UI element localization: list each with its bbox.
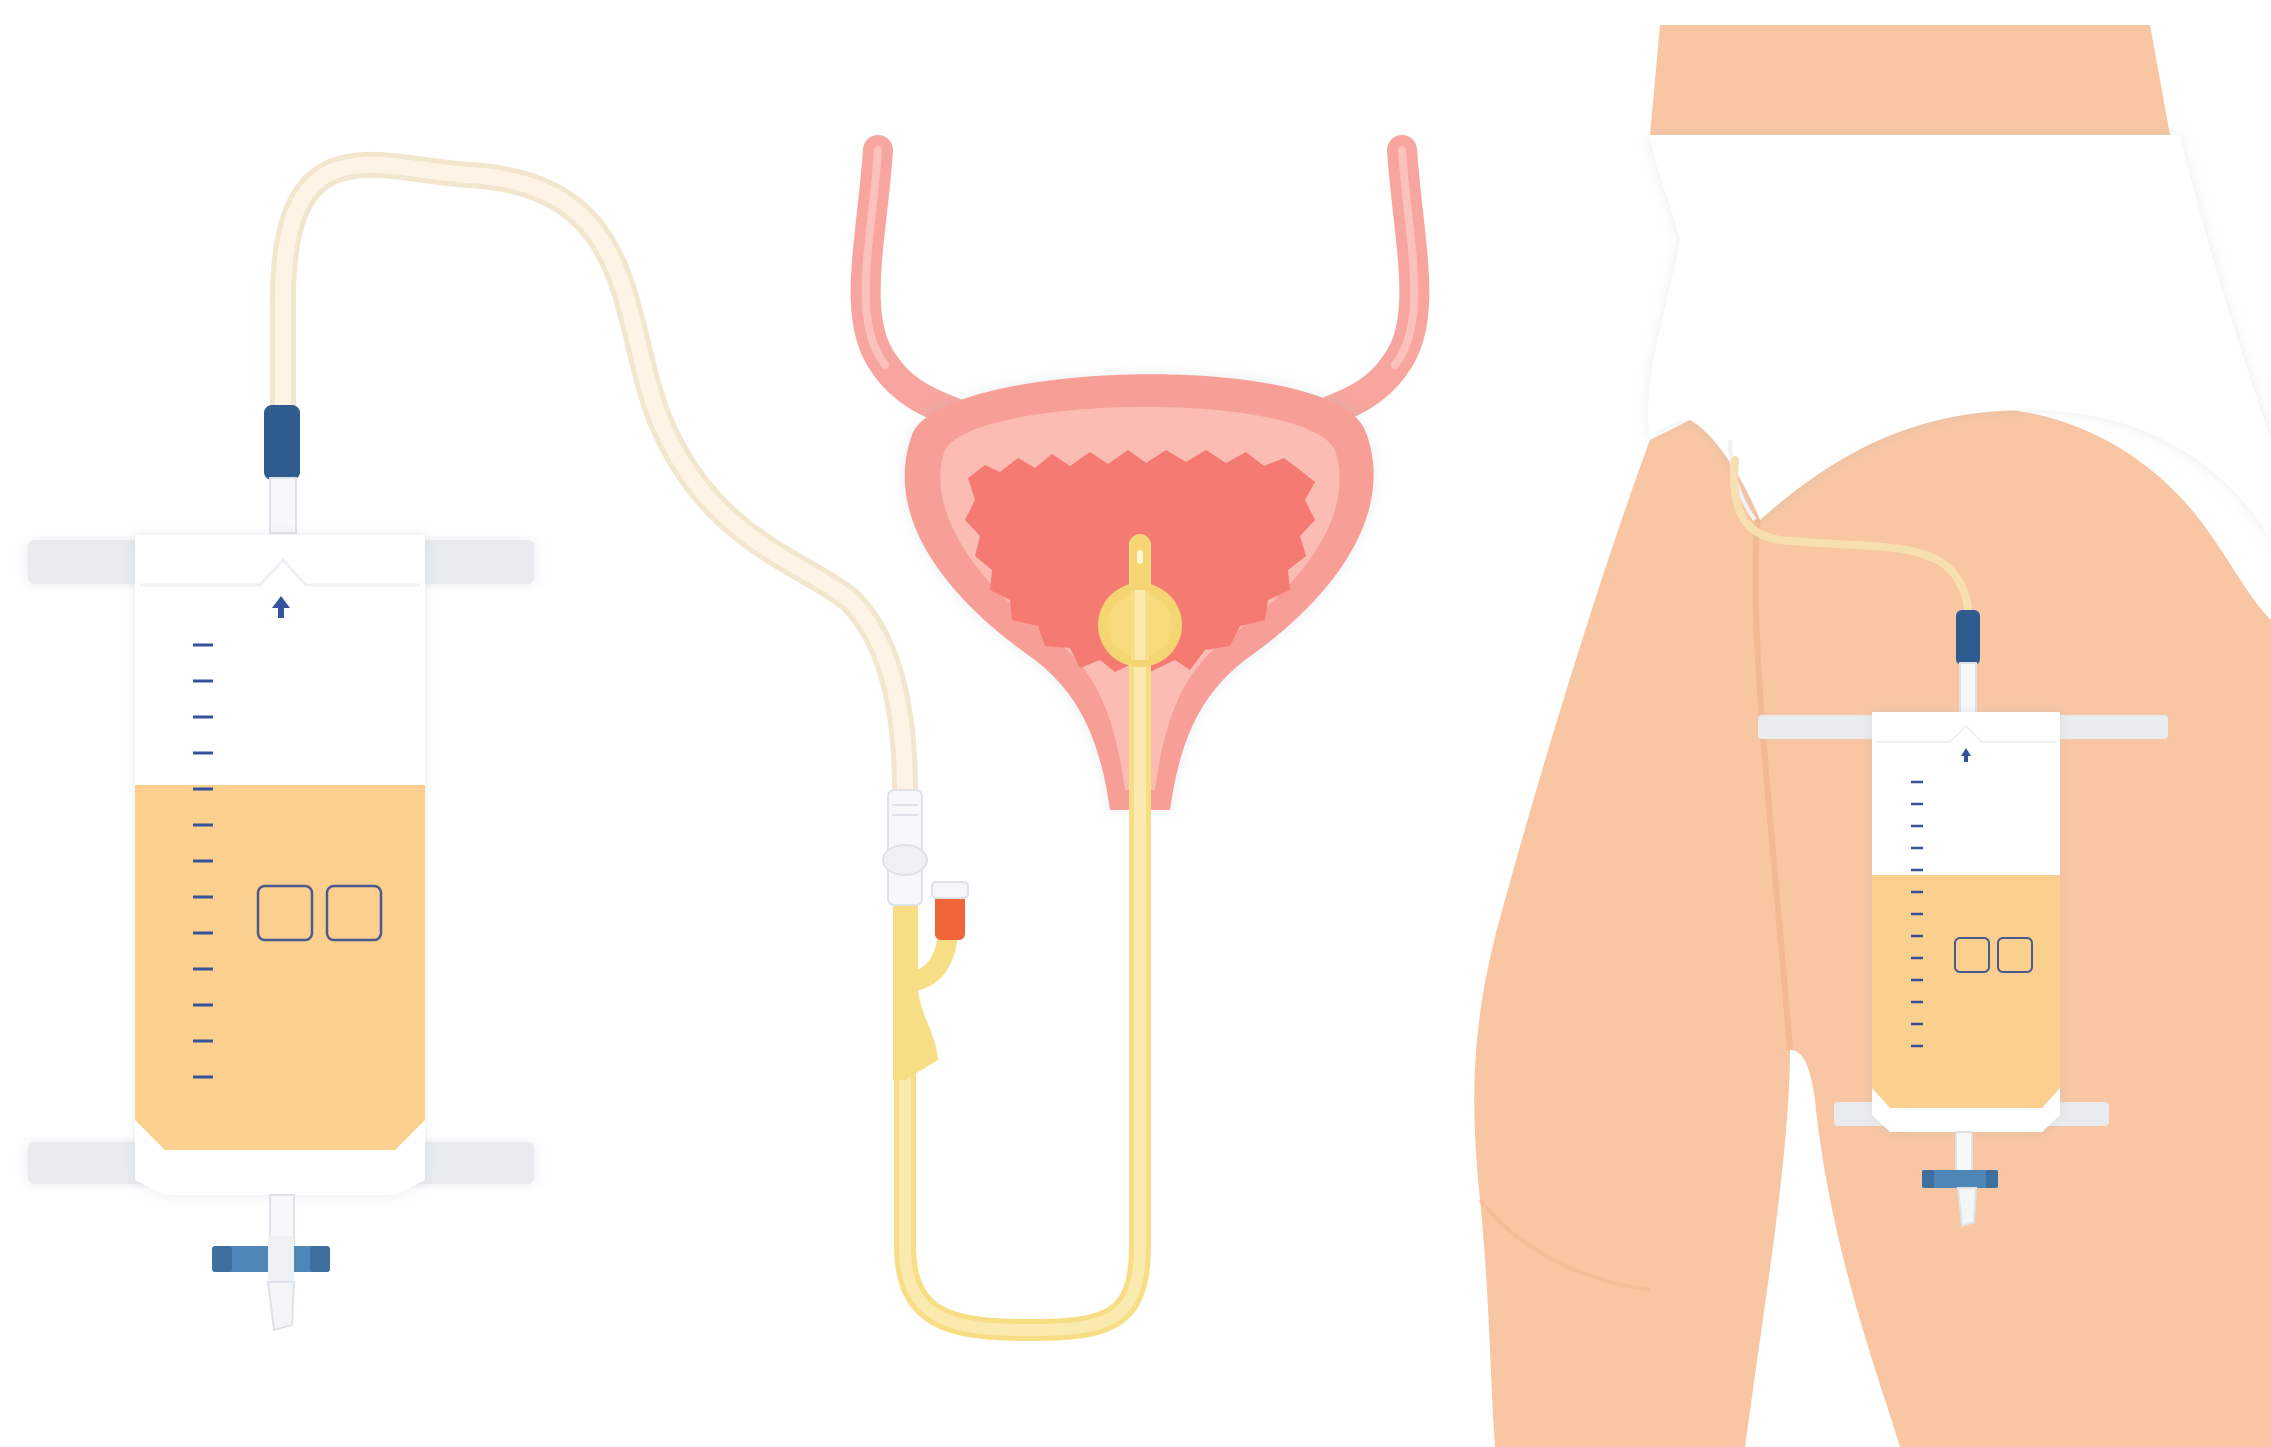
ureter-left <box>866 150 960 415</box>
torso-skin <box>1650 25 2170 135</box>
drain-valve-icon <box>212 1236 330 1330</box>
catheter-bladder-panel <box>866 150 1415 1330</box>
leg-bag-panel <box>28 165 905 1330</box>
urine-fill <box>135 785 425 1155</box>
balloon-inflation-port <box>935 892 965 940</box>
catheter-y-branch <box>893 900 938 1080</box>
worn-urine-fill <box>1872 875 2060 1115</box>
worn-on-thigh-panel <box>1474 25 2271 1447</box>
ureter-right <box>1320 150 1414 415</box>
worn-inlet-connector <box>1956 610 1980 665</box>
inlet-connector <box>264 405 300 480</box>
